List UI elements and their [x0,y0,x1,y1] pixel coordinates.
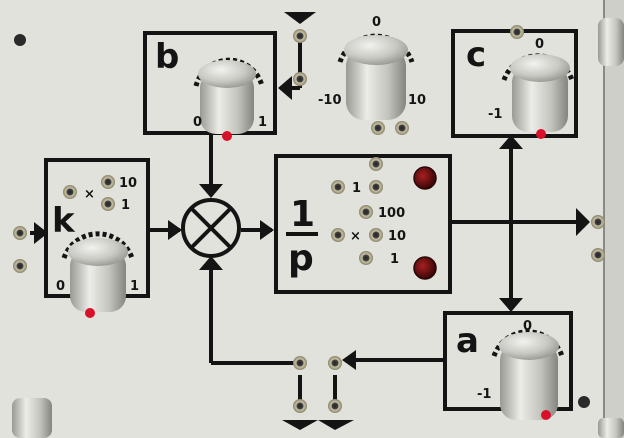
integrator-mult: × [350,229,361,244]
socket-offset-2[interactable] [395,121,409,135]
socket-input-2[interactable] [13,259,27,273]
socket-int-1a[interactable] [331,180,345,194]
socket-int-10b[interactable] [369,228,383,242]
socket-int-10a[interactable] [331,228,345,242]
knob-b-scale-min: 0 [193,115,202,130]
integrator-denominator: p [288,238,314,279]
socket-offset-1[interactable] [371,121,385,135]
knob-b-scale-max: 1 [258,115,267,130]
screw-top-left [14,34,26,46]
side-knob-left [12,398,52,438]
arrow-bottom-right [318,420,354,430]
block-c-letter: c [466,35,486,75]
socket-bottom-1[interactable] [293,356,307,370]
socket-int-1c[interactable] [359,251,373,265]
socket-int-100[interactable] [359,205,373,219]
integrator-frame [274,154,452,294]
arrow-output [576,208,590,236]
socket-int-top[interactable] [369,157,383,171]
knob-k[interactable] [61,231,135,318]
block-a-letter: a [456,321,479,361]
knob-a-scale-top: 0 [523,319,532,334]
arrow-b-into-summer [199,184,223,198]
arrow-k-input [34,222,48,244]
knob-b[interactable] [193,57,265,141]
overload-led-top [413,166,437,190]
summing-junction [181,198,241,258]
side-knob-bottom [598,418,624,438]
integrator-opt-1: 1 [352,181,361,196]
socket-b-side[interactable] [293,72,307,86]
socket-input-1[interactable] [13,226,27,240]
screw-bottom-right [578,396,590,408]
arrow-into-c [499,135,523,149]
arrow-top-terminal [284,12,316,24]
signal-arrows [34,12,590,430]
knob-k-scale-min: 0 [56,279,65,294]
arrow-bottom-left [282,420,318,430]
arrow-into-a [499,298,523,312]
arrow-into-summer [168,220,182,240]
socket-k-range-10[interactable] [101,175,115,189]
side-knob-top [598,18,624,66]
knob-offset-scale-min: -10 [318,93,342,108]
integrator-numerator: 1 [290,194,315,235]
overload-led-bottom [413,256,437,280]
arrow-into-integrator [260,220,274,240]
knob-a-marker [541,410,551,420]
integrator-opt-1b: 1 [390,252,399,267]
integrator-opt-10: 10 [388,229,406,244]
knob-c-scale-min: -1 [488,107,502,122]
socket-k-range-1[interactable] [101,197,115,211]
socket-output-2[interactable] [591,248,605,262]
knob-offset-scale-max: 10 [408,93,426,108]
knob-c-marker [536,129,546,139]
integrator-opt-100: 100 [378,206,405,221]
socket-bottom-2[interactable] [328,356,342,370]
k-range-mult: × [84,187,95,202]
knob-c-scale-top: 0 [535,37,544,52]
sockets[interactable] [13,25,605,413]
knob-offset-scale-top: 0 [372,15,381,30]
arrow-feedback-into-summer [199,256,223,270]
knob-b-marker [222,131,232,141]
socket-c-top[interactable] [510,25,524,39]
arrow-into-b [278,76,292,100]
knob-a[interactable] [491,329,565,420]
knob-offset[interactable] [337,33,415,120]
socket-bottom-3[interactable] [293,399,307,413]
socket-b-top[interactable] [293,29,307,43]
arrow-bottom-bus [342,350,356,370]
socket-int-1b[interactable] [369,180,383,194]
knob-c[interactable] [501,53,575,139]
block-k-letter: k [52,201,76,241]
k-range-1: 1 [121,198,130,213]
knob-k-scale-max: 1 [130,279,139,294]
k-range-10: 10 [119,176,137,191]
knob-a-scale-min: -1 [477,387,491,402]
block-b-letter: b [155,37,179,77]
socket-bottom-4[interactable] [328,399,342,413]
panel-edge [604,0,624,438]
socket-output-1[interactable] [591,215,605,229]
knob-k-marker [85,308,95,318]
socket-k-range-a[interactable] [63,185,77,199]
block-b-frame [143,31,277,135]
